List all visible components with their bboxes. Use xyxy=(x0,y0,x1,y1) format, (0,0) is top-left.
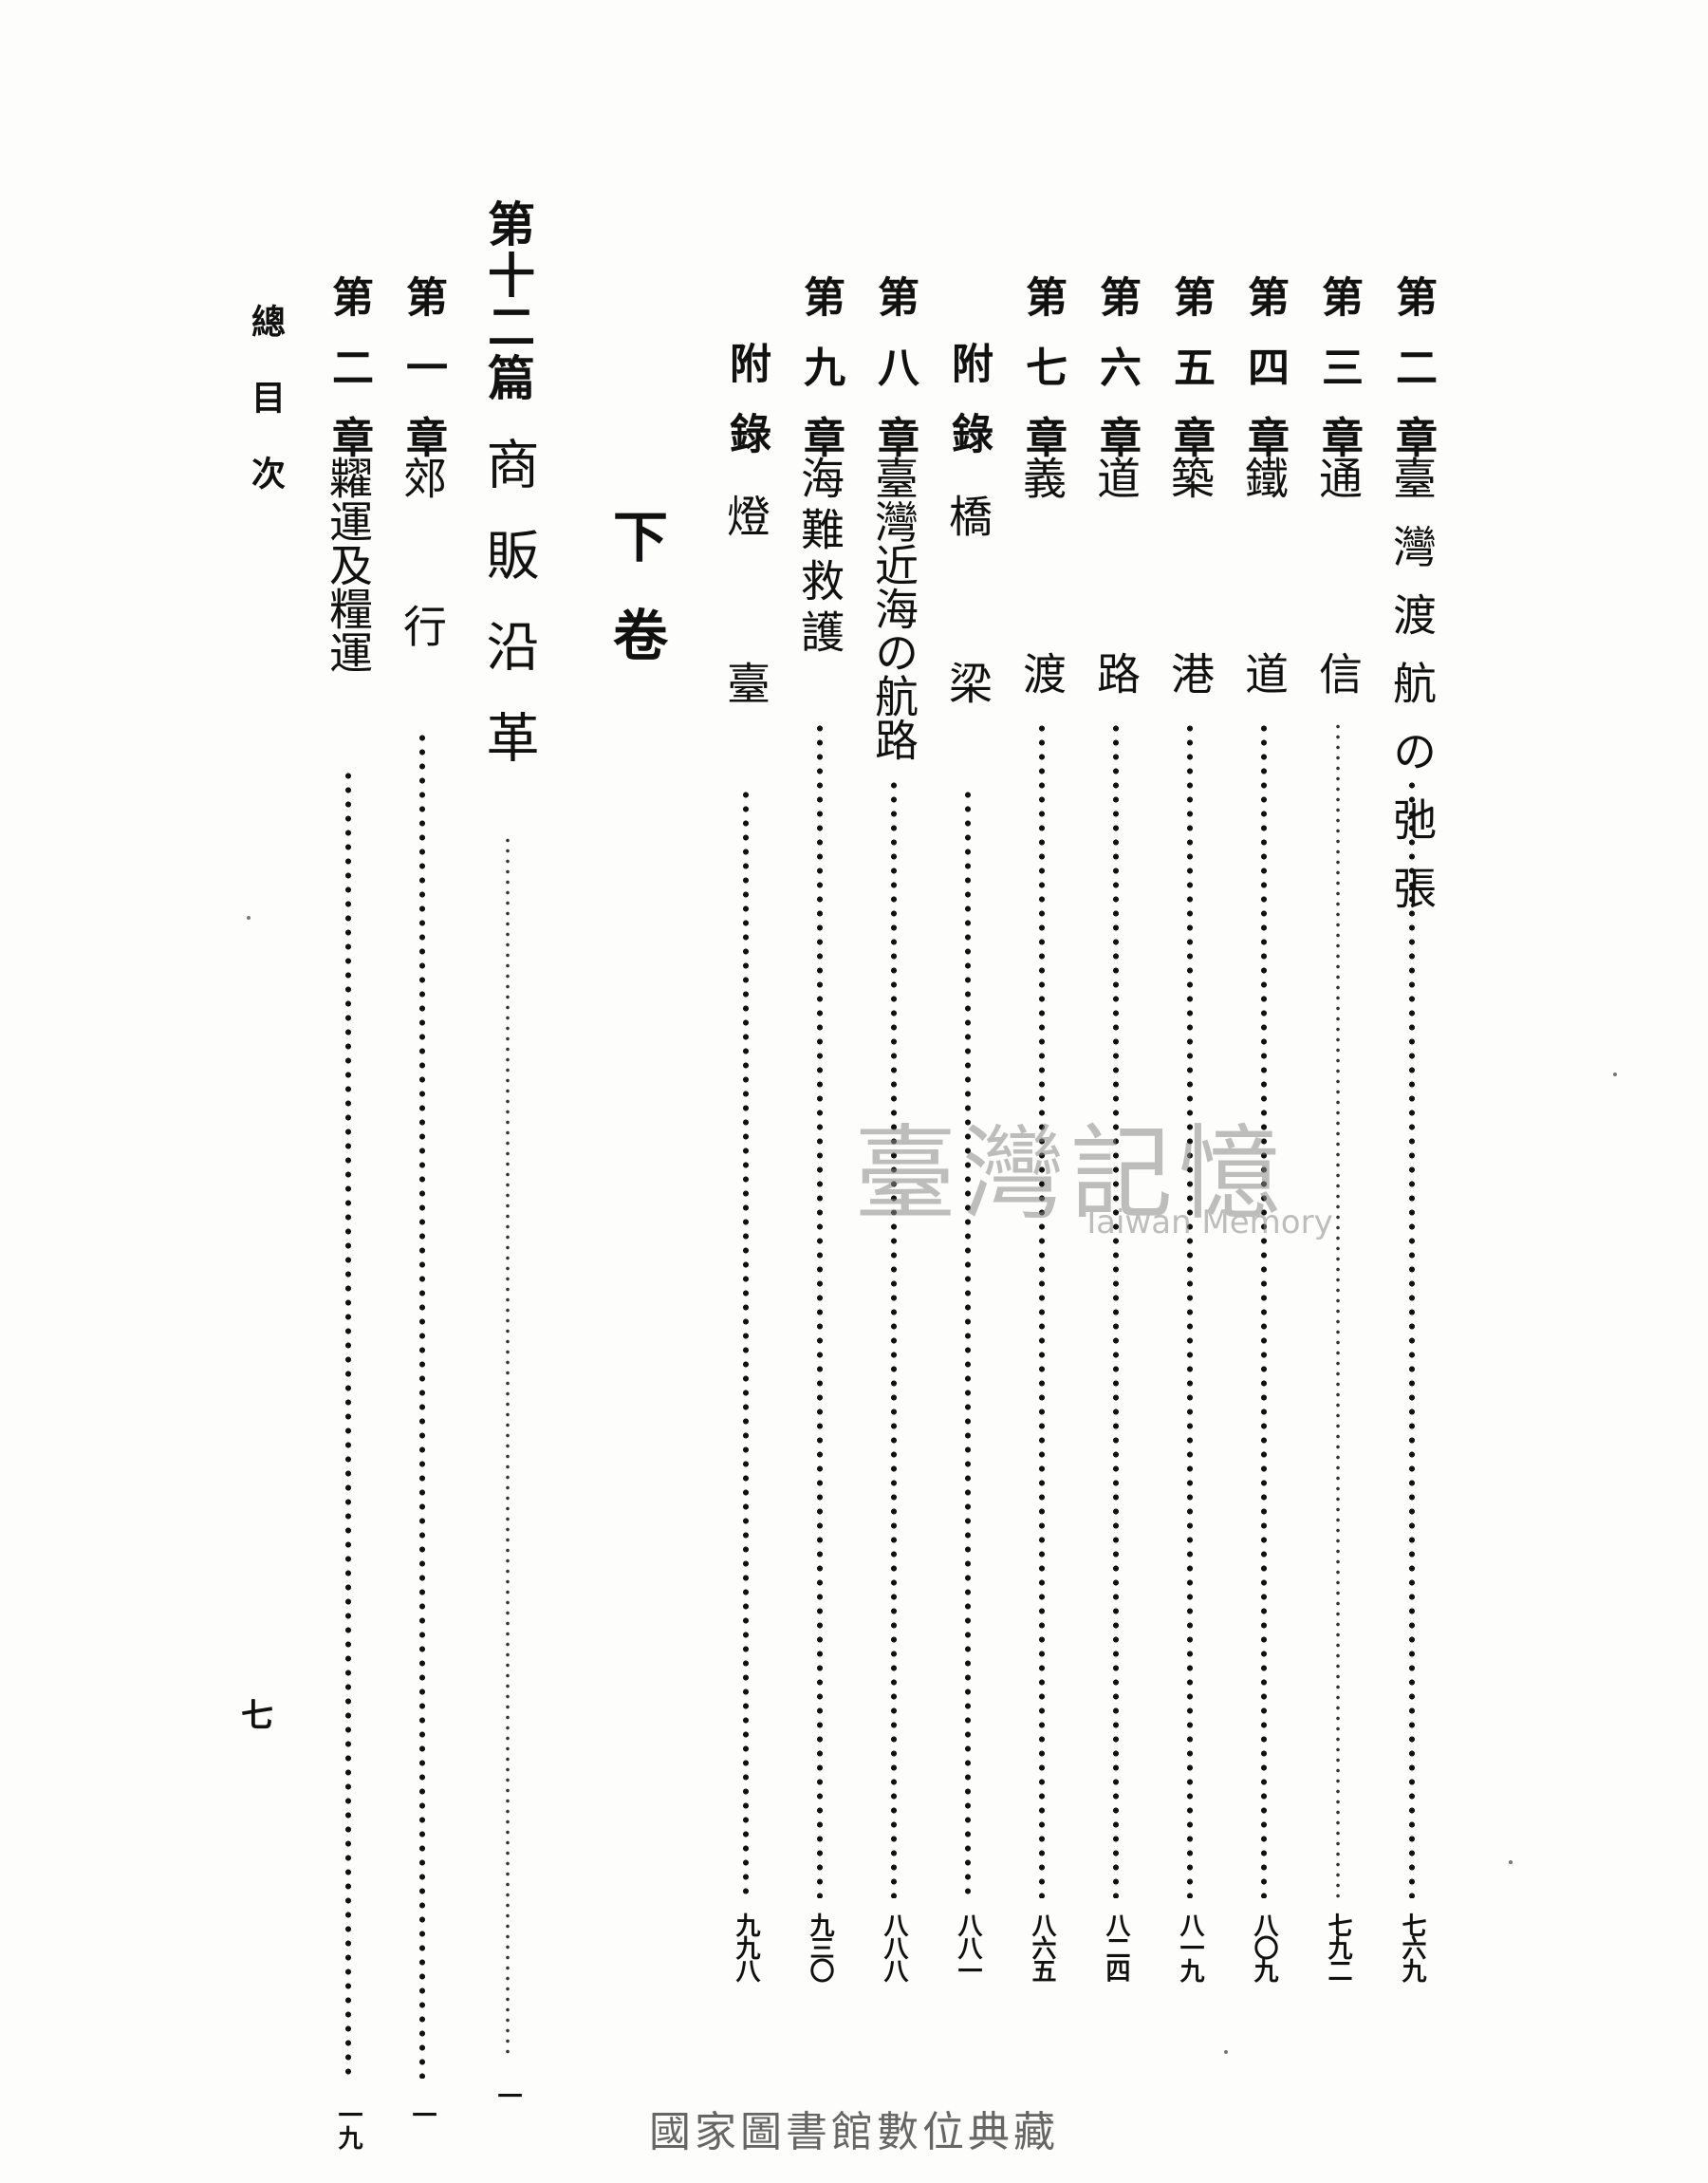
watermark-text: 臺灣記憶 xyxy=(854,1115,1288,1234)
entry-label: 附錄 xyxy=(722,342,770,482)
entry-page: 八六五 xyxy=(1028,1912,1056,1981)
entry-title: 郊行 xyxy=(397,456,448,752)
entry-title: 糶運及糧運 xyxy=(323,456,374,674)
running-heading: 總目次 xyxy=(246,304,286,532)
scan-speck xyxy=(1224,2050,1228,2054)
entry-page: 一九 xyxy=(334,2102,362,2148)
dot-leader xyxy=(1261,721,1267,1898)
entry-page: 九三〇 xyxy=(806,1912,834,1981)
scan-speck xyxy=(247,916,251,920)
entry-page: 八八八 xyxy=(880,1912,908,1981)
folio-number: 七 xyxy=(241,1697,273,1735)
entry-label: 第六章 xyxy=(1092,275,1141,486)
entry-label: 第九章 xyxy=(796,275,845,486)
dot-leader xyxy=(891,778,897,1898)
entry-page: 七九二 xyxy=(1324,1912,1352,1981)
entry-label: 第二章 xyxy=(325,275,373,486)
dot-leader xyxy=(345,769,351,2079)
entry-label: 第一章 xyxy=(399,275,447,486)
entry-page: 八八一 xyxy=(954,1912,982,1981)
dot-leader xyxy=(1335,721,1341,1898)
dot-leader xyxy=(1409,778,1415,1898)
part-page: 一 xyxy=(493,2083,522,2106)
entry-title: 海難救護 xyxy=(794,456,845,661)
entry-label: 附錄 xyxy=(944,342,993,482)
entry-label: 第四章 xyxy=(1240,275,1289,486)
entry-title: 臺灣近海の航路 xyxy=(868,456,919,761)
dot-leader xyxy=(419,731,425,2079)
dot-leader xyxy=(1113,721,1119,1898)
dot-leader xyxy=(817,721,823,1898)
entry-label: 第七章 xyxy=(1018,275,1067,486)
dot-leader xyxy=(1039,721,1045,1898)
dot-leader xyxy=(743,788,749,1898)
entry-title: 燈臺 xyxy=(720,494,771,828)
watermark-logo: 臺灣記憶 Taiwan Memory xyxy=(854,1092,1333,1281)
scan-speck xyxy=(1509,1860,1513,1864)
entry-page: 九九八 xyxy=(732,1912,760,1981)
part-title: 商販沿革 xyxy=(477,437,539,801)
entry-page: 七六九 xyxy=(1398,1912,1426,1981)
entry-page: 一 xyxy=(408,2102,436,2125)
entry-title: 橋梁 xyxy=(942,494,993,828)
entry-label: 第三章 xyxy=(1314,275,1363,486)
watermark-subtext: Taiwan Memory xyxy=(1082,1203,1333,1241)
dot-leader xyxy=(1187,721,1193,1898)
entry-label: 第二章 xyxy=(1388,275,1437,486)
entry-page: 八〇九 xyxy=(1250,1912,1278,1981)
part-label: 第十二篇 xyxy=(480,199,536,404)
entry-page: 八一九 xyxy=(1176,1912,1204,1981)
volume-heading: 下卷 xyxy=(603,508,668,705)
dot-leader xyxy=(965,788,971,1898)
dot-leader xyxy=(505,835,511,2060)
entry-label: 第五章 xyxy=(1166,275,1215,486)
entry-label: 第八章 xyxy=(870,275,919,486)
entry-page: 八二四 xyxy=(1102,1912,1130,1981)
footer-credit: 國家圖書館數位典藏 xyxy=(649,2108,1059,2156)
scan-speck xyxy=(1613,1073,1617,1076)
